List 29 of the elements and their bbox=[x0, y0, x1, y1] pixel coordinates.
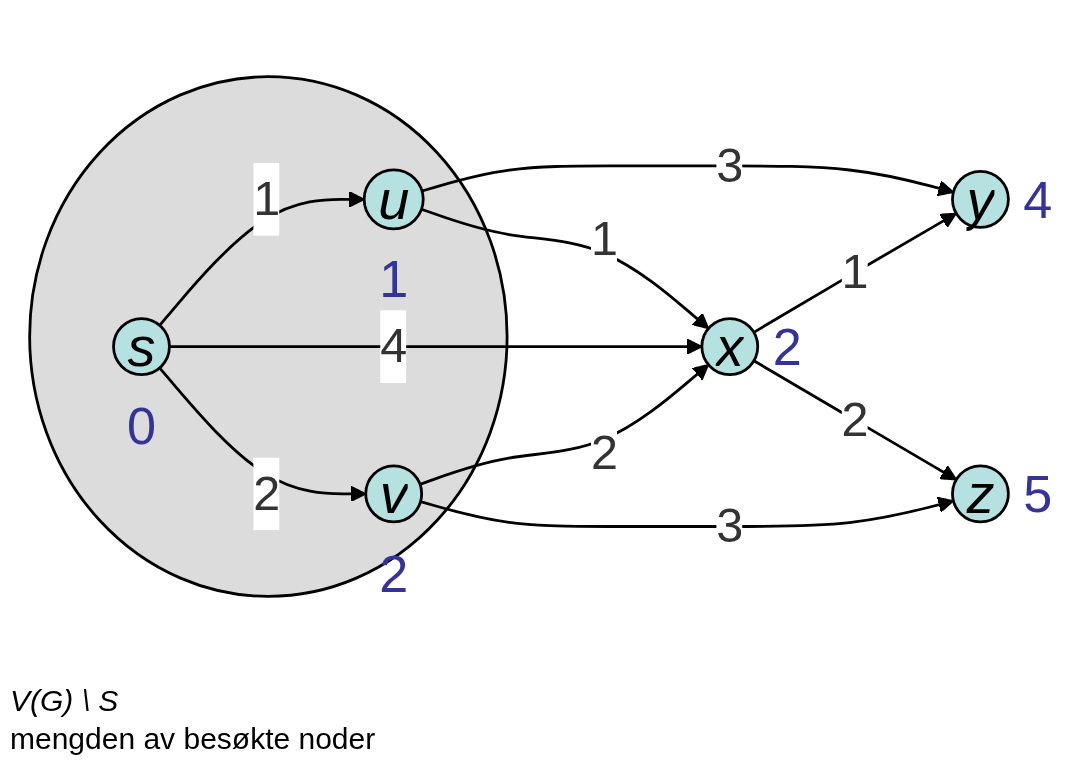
node-circle: x bbox=[700, 317, 760, 377]
arrow bbox=[753, 212, 957, 334]
distance-label: 0 bbox=[127, 397, 156, 456]
distance-label: 5 bbox=[1023, 465, 1053, 524]
distance-label: 2 bbox=[772, 318, 802, 377]
edge-label: 2 bbox=[253, 465, 281, 521]
edge-label: 3 bbox=[716, 137, 744, 194]
edge-label: 2 bbox=[841, 391, 869, 448]
arrow bbox=[753, 359, 958, 481]
arrow bbox=[158, 191, 365, 327]
distance-label: 2 bbox=[379, 544, 409, 603]
arrow bbox=[419, 364, 710, 486]
edge-label: 1 bbox=[841, 243, 869, 300]
edge-label: 1 bbox=[253, 170, 281, 227]
arrow bbox=[421, 208, 710, 330]
node-circle: z bbox=[951, 464, 1010, 524]
node-circle: u bbox=[362, 168, 425, 231]
node-circle: v bbox=[364, 464, 424, 524]
edge-label: 1 bbox=[590, 210, 618, 267]
set-label: V(G) \ S bbox=[10, 684, 120, 718]
distance-label: 4 bbox=[1023, 171, 1053, 230]
edge-label: 2 bbox=[590, 424, 618, 480]
node-circle: s bbox=[112, 317, 171, 377]
edge-label: 4 bbox=[380, 317, 408, 374]
note-text: mengden av besøkte noder bbox=[10, 722, 376, 756]
node-circle: y bbox=[951, 170, 1010, 229]
edge-label: 3 bbox=[716, 497, 744, 554]
distance-label: 1 bbox=[379, 250, 409, 309]
arrow bbox=[421, 164, 955, 197]
